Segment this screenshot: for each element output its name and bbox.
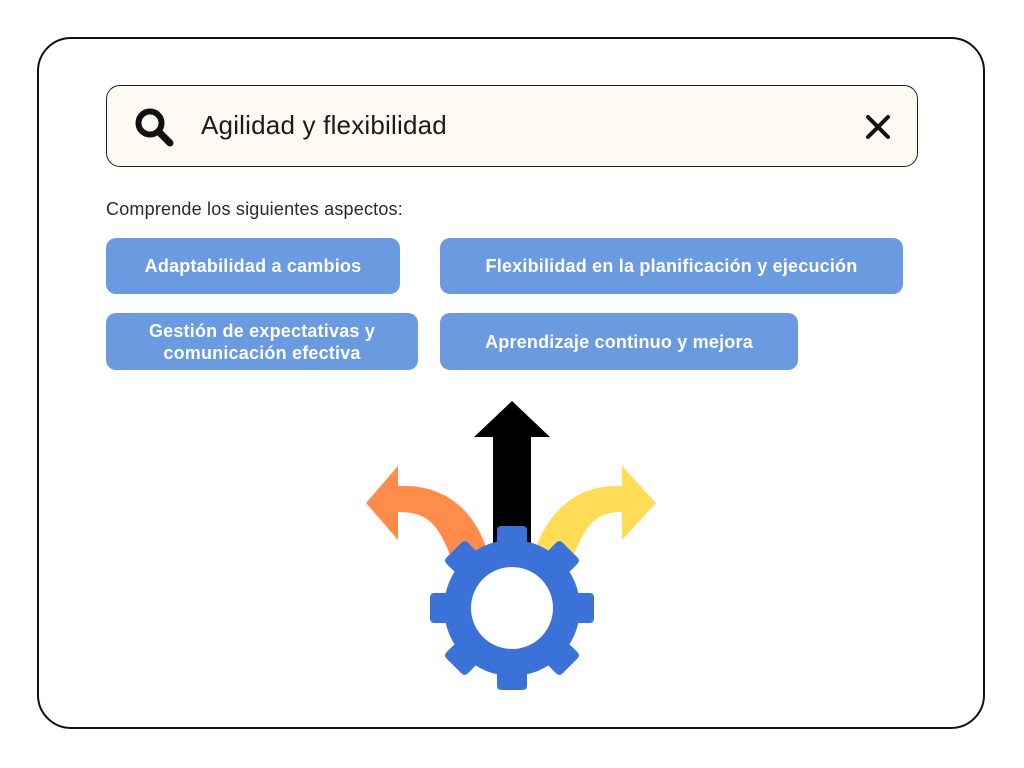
chip-gestion[interactable]: Gestión de expectativas y comunicación e… bbox=[106, 313, 418, 370]
clear-search-button[interactable] bbox=[855, 104, 901, 150]
intro-text: Comprende los siguientes aspectos: bbox=[106, 199, 403, 219]
right-arrow-icon bbox=[534, 466, 656, 560]
up-arrow-icon bbox=[474, 401, 550, 545]
chip-aprendizaje[interactable]: Aprendizaje continuo y mejora bbox=[440, 313, 798, 370]
close-icon bbox=[866, 115, 890, 139]
left-arrow-icon bbox=[366, 466, 488, 560]
search-input[interactable]: Agilidad y flexibilidad bbox=[201, 110, 447, 140]
chip-flexibilidad[interactable]: Flexibilidad en la planificación y ejecu… bbox=[440, 238, 903, 294]
search-bar[interactable]: Agilidad y flexibilidad bbox=[106, 85, 918, 167]
gear-with-direction-arrows-icon bbox=[366, 401, 656, 690]
search-icon bbox=[135, 108, 174, 147]
chip-adaptabilidad[interactable]: Adaptabilidad a cambios bbox=[106, 238, 400, 294]
